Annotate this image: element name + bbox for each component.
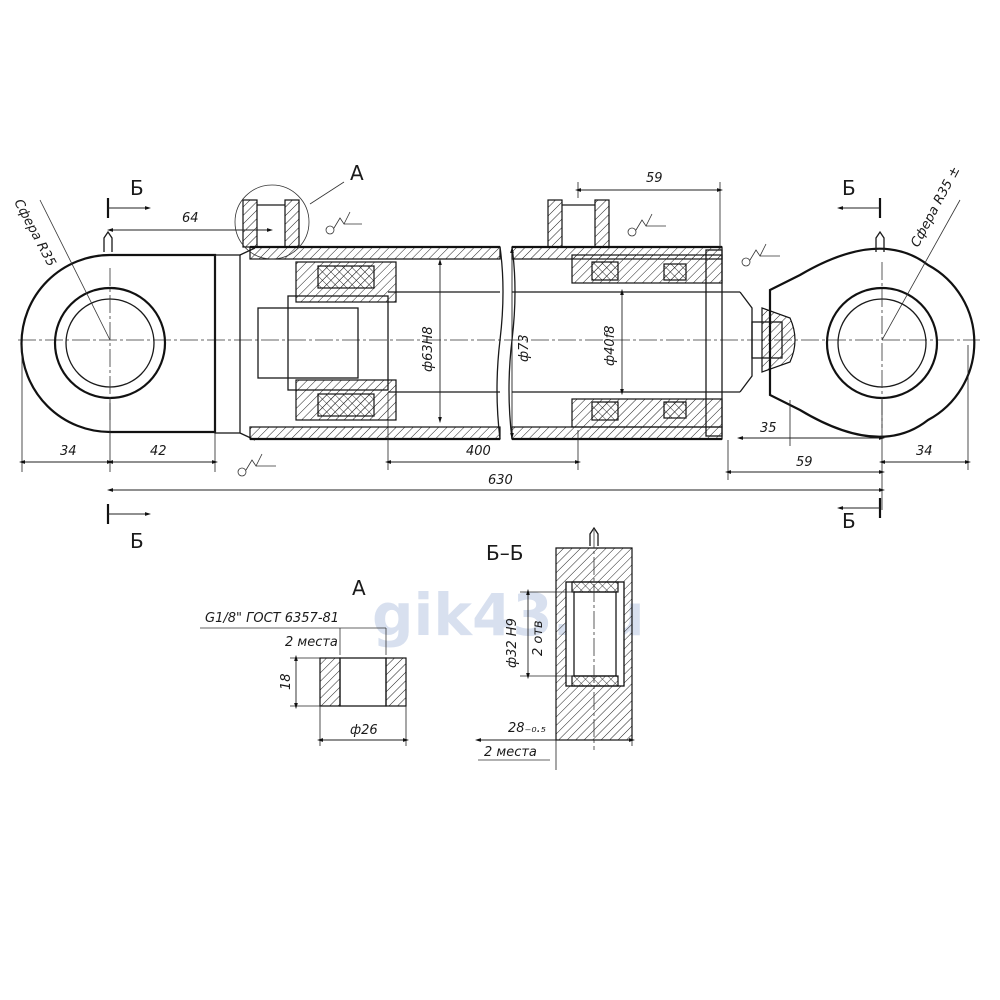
section-mark-left-bottom: Б <box>130 529 144 553</box>
section-bb-title: Б–Б <box>486 541 523 565</box>
surface-finish-marks <box>237 211 780 477</box>
right-eye-mount <box>751 230 976 438</box>
dim-400: 400 <box>466 444 491 459</box>
piston <box>257 261 397 421</box>
dim-rod-dia: ф40f8 <box>603 325 618 366</box>
right-sphere-callout: Сфера R35 ± <box>908 164 963 250</box>
main-assembly <box>18 184 980 477</box>
dim-630: 630 <box>488 473 513 488</box>
detail-a-view: А G1/8" ГОСТ 6357-81 2 места 18 ф26 <box>200 576 410 746</box>
detail-a-title: А <box>352 576 366 600</box>
a-height: 18 <box>279 673 294 690</box>
detail-a-callout: А <box>350 161 364 185</box>
dim-59-bottom: 59 <box>796 455 813 470</box>
dim-59-top: 59 <box>646 171 663 186</box>
dimensions-main: 64 59 34 42 400 35 59 34 630 <box>18 171 972 510</box>
dim-34-right: 34 <box>916 444 933 459</box>
gland <box>571 249 723 437</box>
section-mark-right-bottom: Б <box>842 509 856 533</box>
dim-piston-dia: ф63Н8 <box>421 326 436 372</box>
dim-35: 35 <box>760 421 777 436</box>
bb-bore-dia: ф32 Н9 <box>505 618 520 668</box>
section-mark-left-top: Б <box>130 176 144 200</box>
dim-42: 42 <box>150 444 167 459</box>
dim-34-left: 34 <box>60 444 77 459</box>
port-right <box>547 199 610 248</box>
section-markers: А Б Б Б Б Сфера R35 Сфера R35 ± <box>10 161 963 553</box>
thread-spec: G1/8" ГОСТ 6357-81 <box>205 611 339 626</box>
dim-tube-dia: ф73 <box>517 334 532 362</box>
bb-holes-count: 2 отв <box>531 620 546 656</box>
section-mark-right-top: Б <box>842 176 856 200</box>
places-a: 2 места <box>285 635 338 650</box>
port-a-left <box>234 184 310 260</box>
piston-rod <box>388 291 753 393</box>
dim-64: 64 <box>182 211 199 226</box>
left-sphere-callout: Сфера R35 <box>10 197 58 269</box>
bb-width: 28₋₀.₅ <box>508 721 546 736</box>
places-bb: 2 места <box>484 745 537 760</box>
section-bb-view: Б–Б ф32 Н9 2 места 2 отв 28₋₀.₅ 2 места <box>474 526 636 770</box>
a-diameter: ф26 <box>350 723 378 738</box>
